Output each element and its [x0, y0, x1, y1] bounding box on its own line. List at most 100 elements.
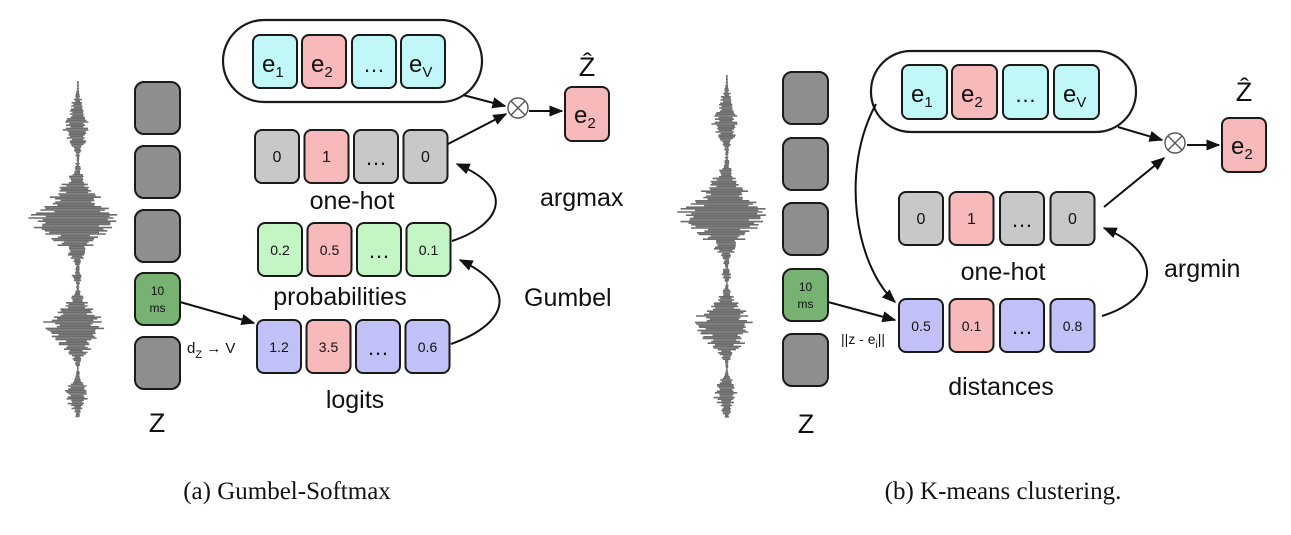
output-cell [564, 86, 610, 142]
codebook-label: eV [409, 51, 432, 81]
panel-gumbel-softmax: 10 ms Z e1 e2 … eV e2 Ẑ 0 1 … 0 one-hot 0.2… [28, 18, 624, 505]
one-hot-row: 0 1 … 0 [898, 191, 1096, 246]
vector-cell-value: 3.5 [319, 339, 339, 355]
codebook-cell [1002, 64, 1049, 120]
arrow-codebook-to-multiply [1117, 126, 1164, 142]
arrow-onehot-to-multiply [447, 113, 508, 145]
logits-label: logits [326, 386, 384, 414]
z-label: Z [149, 408, 166, 438]
vector-cell [948, 298, 995, 353]
codebook-cell-selected [951, 64, 998, 120]
codebook-label: … [1015, 82, 1037, 107]
waveform [28, 81, 118, 418]
projection-label: dZ → V [187, 340, 235, 361]
vector-cell-value: 0.6 [418, 339, 438, 355]
z-frame [782, 137, 829, 191]
vector-cell-value: 0 [421, 149, 430, 166]
argmin-label: argmin [1164, 255, 1240, 283]
otimes-icon [510, 100, 526, 116]
z-frames: 10 ms Z [134, 81, 181, 438]
z-frame [782, 71, 829, 125]
vector-cell [1049, 298, 1096, 353]
probabilities-label: probabilities [273, 283, 406, 311]
vector-cell-value: 0.1 [962, 318, 982, 334]
caption-a: (a) Gumbel-Softmax [183, 478, 391, 505]
vector-cell-value: 0.8 [1063, 318, 1083, 334]
codebook-label: e2 [311, 51, 333, 81]
frame-duration-line2: ms [798, 297, 814, 311]
vector-cell [305, 319, 352, 374]
z-frame-current [134, 272, 181, 326]
logits-row: 1.2 3.5 … 0.6 [256, 319, 451, 374]
arrow-gumbel [450, 259, 501, 345]
codebook-label: e2 [961, 81, 983, 111]
frame-duration-line2: ms [150, 301, 166, 315]
arrow-argmax [451, 163, 497, 242]
arrow-frame-to-distances [827, 301, 897, 323]
z-frame [134, 145, 181, 199]
vector-cell [353, 129, 399, 184]
codebook-label: eV [1063, 81, 1086, 111]
codebook: e1 e2 … eV [901, 64, 1100, 120]
arrow-frame-to-logits [179, 301, 256, 325]
vector-cell-value: 0.1 [419, 242, 439, 258]
frame-duration-line1: 10 [151, 284, 165, 298]
z-frame [134, 81, 181, 135]
vector-cell [256, 319, 302, 374]
codebook-cell [1053, 64, 1100, 120]
codebook: e1 e2 … eV [252, 34, 446, 89]
vector-cell [898, 298, 944, 353]
codebook-cell [901, 64, 948, 120]
vector-cell-value: 1 [322, 149, 331, 166]
vector-cell-value: … [1011, 207, 1033, 232]
output-cell-label: e2 [574, 102, 596, 132]
z-frame [782, 202, 829, 256]
codebook-cell-selected [301, 34, 347, 89]
vector-cell-value: 0.2 [270, 242, 290, 258]
caption-b: (b) K-means clustering. [885, 478, 1122, 505]
vector-cell [303, 129, 350, 184]
output-cell [1221, 117, 1267, 173]
vector-cell [898, 191, 944, 246]
vector-cell-value: 1 [967, 211, 976, 228]
arrow-codebook-to-multiply [462, 94, 507, 109]
codebook-label: e1 [262, 51, 284, 81]
vector-cell [404, 319, 451, 374]
vector-cell [999, 298, 1045, 353]
distances-row: 0.5 0.1 … 0.8 [898, 298, 1096, 353]
vector-cell-value: 0 [273, 149, 282, 166]
z-frame [134, 336, 181, 390]
vector-cell [402, 129, 449, 184]
one-hot-label: one-hot [961, 258, 1046, 286]
vector-cell-value: 1.2 [269, 339, 289, 355]
output-cell-label: e2 [1231, 133, 1253, 163]
codebook-label: … [363, 52, 385, 77]
vector-cell [254, 129, 300, 184]
arrow-codebook-to-distances [854, 103, 897, 303]
output-label: Ẑ [579, 51, 596, 82]
one-hot-row: 0 1 … 0 [254, 129, 449, 184]
vector-cell-value: 0 [1068, 211, 1077, 228]
arrow-onehot-to-multiply [1103, 157, 1166, 208]
codebook-label: e1 [911, 81, 933, 111]
waveform [677, 75, 766, 418]
otimes-icon [1167, 135, 1183, 151]
vector-cell [355, 319, 401, 374]
codebook-cell [400, 34, 446, 89]
vector-cell-value: 0.5 [320, 242, 340, 258]
vector-cell [1049, 191, 1096, 246]
vector-cell-value: 0 [917, 211, 926, 228]
one-hot-label: one-hot [310, 187, 395, 215]
z-frame [782, 333, 829, 387]
vector-cell-value: … [1011, 314, 1033, 339]
output-label: Ẑ [1236, 76, 1253, 107]
vector-cell-value: … [365, 145, 387, 170]
vector-cell [356, 222, 402, 277]
gumbel-label: Gumbel [524, 284, 612, 312]
vector-cell-value: … [367, 335, 389, 360]
distances-label: distances [948, 373, 1054, 401]
vector-cell-value: 0.5 [911, 318, 931, 334]
